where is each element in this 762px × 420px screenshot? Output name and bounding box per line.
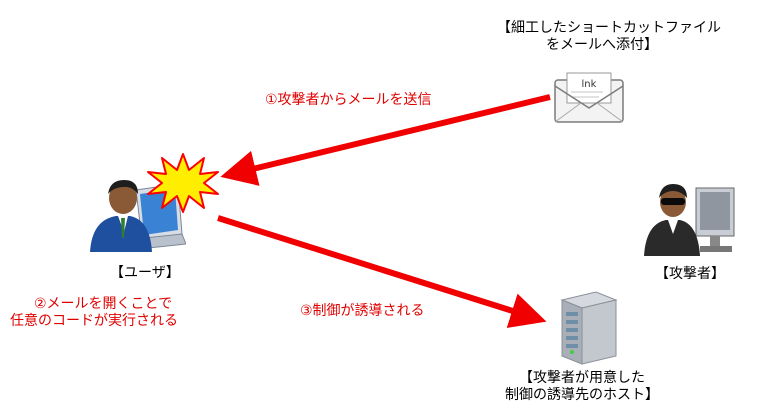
- step2-label-line2: 任意のコードが実行される: [10, 313, 178, 329]
- shortcut-file-label-line1: 【細工したショートカットファイル: [497, 20, 721, 36]
- shortcut-file-label-line2: をメールへ添付】: [546, 37, 658, 53]
- step3-label: ③制御が誘導される: [300, 303, 425, 319]
- step1-label: ①攻撃者からメールを送信: [265, 92, 432, 108]
- envelope-tag: lnk: [582, 79, 597, 90]
- server-icon: [560, 291, 618, 365]
- step2-label-line1: ②メールを開くことで: [34, 296, 173, 312]
- shortcut-file-label: 【細工したショートカットファイル をメールへ添付】: [497, 20, 721, 54]
- step2-label: ②メールを開くことで 任意のコードが実行される: [10, 296, 178, 330]
- host-label-line2: 制御の誘導先のホスト】: [505, 387, 659, 403]
- attacker-icon: [644, 184, 735, 256]
- attacker-label: 【攻撃者】: [655, 266, 725, 282]
- arrow-user-to-host: [217, 215, 547, 328]
- envelope-icon: lnk: [554, 72, 624, 123]
- host-label-line1: 【攻撃者が用意した: [519, 370, 645, 386]
- user-label: 【ユーザ】: [110, 265, 180, 281]
- host-label: 【攻撃者が用意した 制御の誘導先のホスト】: [492, 370, 672, 404]
- arrow-attacker-to-user: [220, 94, 551, 186]
- explosion-icon: [147, 153, 219, 213]
